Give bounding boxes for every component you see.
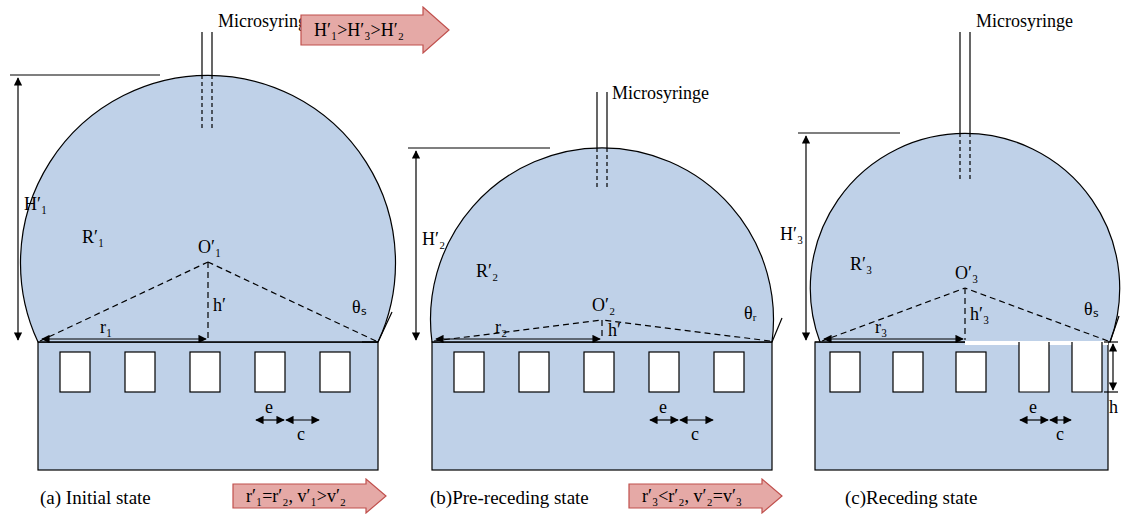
- height-label: H′₁: [24, 195, 47, 213]
- pillar-width: c: [691, 425, 699, 443]
- height-label: H′₃: [780, 225, 803, 243]
- center-height: h′₃: [970, 305, 989, 323]
- arrow-text: r′₃<r′₂, v′₂=v′₃: [642, 487, 742, 505]
- panel-caption: (b)Pre-receding state: [430, 488, 589, 507]
- block-arrow: r′₁=r′₂, v′₁>v′₂: [232, 478, 387, 514]
- block-arrow: r′₃<r′₂, v′₂=v′₃: [628, 478, 783, 514]
- center-label: O′₁: [198, 238, 221, 256]
- microsyringe-label: Microsyringe: [612, 84, 709, 102]
- contact-radius: r₃: [875, 318, 887, 336]
- microsyringe-label: Microsyringe: [976, 12, 1073, 30]
- panel-caption: (a) Initial state: [40, 488, 151, 507]
- pit-width: e: [659, 398, 667, 416]
- contact-radius: r₂: [495, 318, 507, 336]
- pillar-height: h: [1109, 398, 1118, 416]
- radius-label: R′₃: [850, 255, 872, 273]
- pit-width: e: [265, 398, 273, 416]
- center-height: h′: [608, 321, 621, 339]
- microsyringe-label: (c)Receding state: [845, 488, 977, 507]
- pit-width: e: [1029, 398, 1037, 416]
- contact-angle: θᵣ: [744, 304, 757, 322]
- pillar-width: c: [297, 425, 305, 443]
- arrow-text: r′₁=r′₂, v′₁>v′₂: [246, 487, 346, 505]
- contact-radius: r₁: [100, 318, 112, 336]
- radius-label: R′₂: [476, 262, 498, 280]
- radius-label: R′₁: [82, 228, 104, 246]
- arrow-text: H′₁>H′₃>H′₂: [314, 21, 404, 39]
- height-label: H′₂: [422, 230, 445, 248]
- pillar-width: c: [1056, 425, 1064, 443]
- center-height: h′: [213, 296, 226, 314]
- contact-angle: θₛ: [352, 298, 367, 316]
- block-arrow: H′₁>H′₃>H′₂: [300, 6, 450, 54]
- center-label: O′₂: [592, 296, 615, 314]
- center-label: O′₃: [955, 264, 978, 282]
- contact-angle: θₛ: [1084, 300, 1099, 318]
